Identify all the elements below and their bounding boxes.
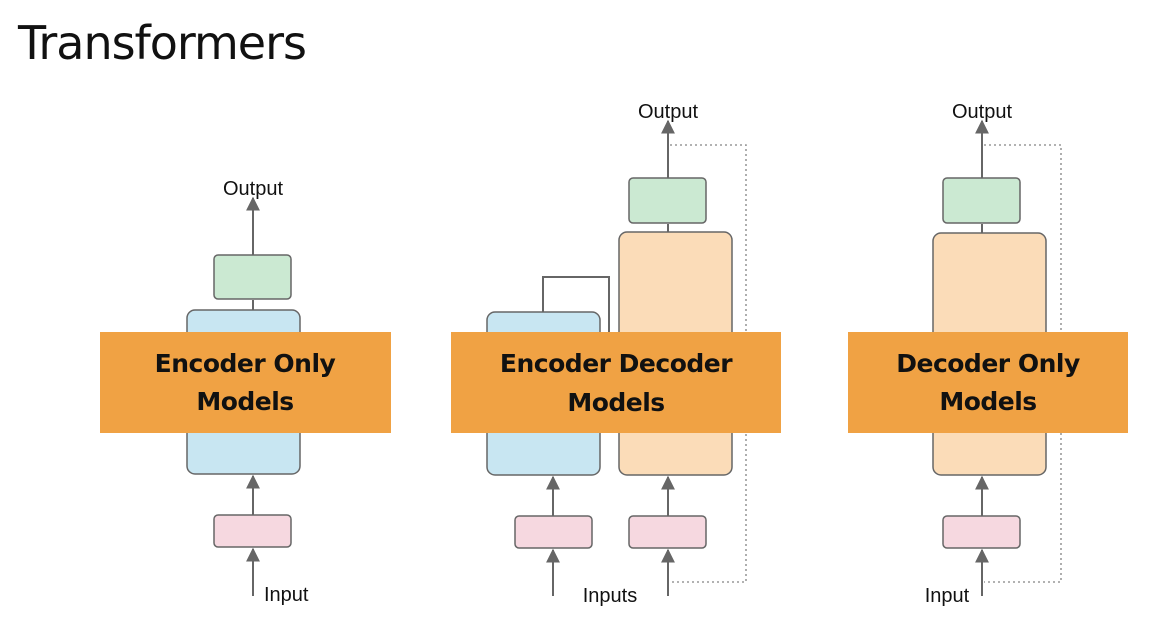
model-banner	[848, 332, 1128, 433]
output-label: Output	[952, 101, 1012, 123]
slide-title: Transformers	[18, 16, 307, 70]
output-layer-block	[942, 177, 1021, 224]
encoder-to-decoder-connector	[542, 276, 610, 332]
banner-line-2: Models	[196, 387, 293, 416]
inputs-label: Inputs	[583, 585, 637, 607]
encoder-decoder-diagram: Output Inputs Encoder Decoder Models	[451, 101, 781, 607]
output-label: Output	[638, 101, 698, 123]
banner-line-1: Encoder Decoder	[500, 349, 733, 378]
banner-line-1: Decoder Only	[896, 349, 1080, 378]
input-label: Input	[264, 584, 309, 606]
encoder-only-diagram: Output Input Encoder Only Models	[100, 178, 391, 606]
encoder-input-embedding-block	[514, 515, 593, 549]
decoder-only-diagram: Output Input Decoder Only Models	[848, 101, 1128, 607]
autoregressive-feedback-loop	[670, 144, 747, 583]
decoder-input-embedding-block	[628, 515, 707, 549]
input-label: Input	[925, 585, 970, 607]
output-label: Output	[223, 178, 283, 200]
model-banner	[100, 332, 391, 433]
output-layer-block	[213, 254, 292, 300]
model-banner	[451, 332, 781, 433]
output-layer-block	[628, 177, 707, 224]
banner-line-2: Models	[567, 388, 664, 417]
input-embedding-block	[213, 514, 292, 548]
banner-line-2: Models	[939, 387, 1036, 416]
banner-line-1: Encoder Only	[155, 349, 336, 378]
input-embedding-block	[942, 515, 1021, 549]
